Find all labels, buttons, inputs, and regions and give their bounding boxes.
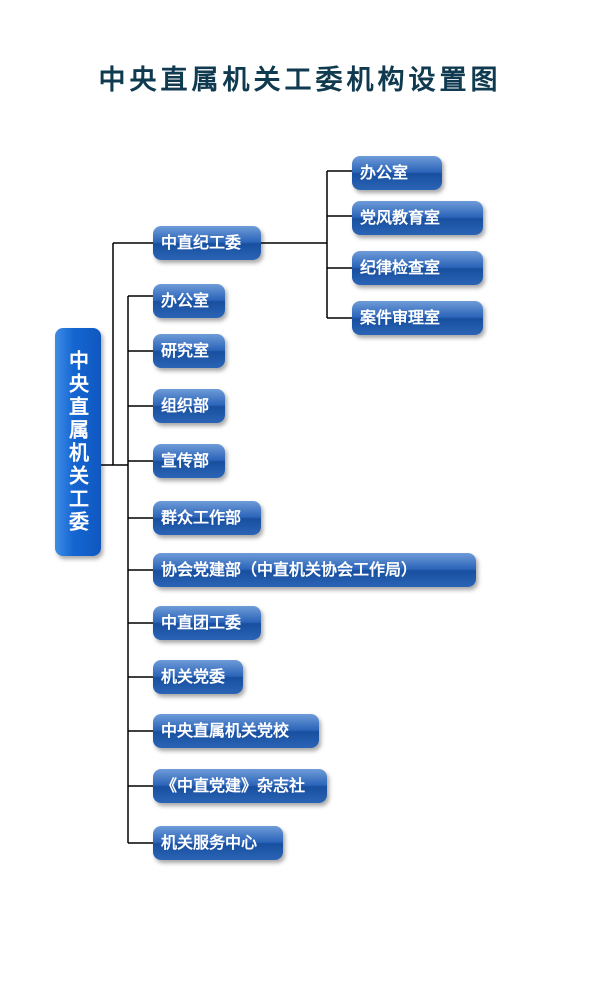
node-department: 中央直属机关党校	[153, 714, 319, 748]
root-label: 中央直属机关工委	[65, 350, 90, 534]
node-department: 办公室	[153, 284, 225, 318]
node-discipline-child: 案件审理室	[352, 301, 483, 335]
node-discipline-commission: 中直纪工委	[153, 226, 261, 260]
node-department: 协会党建部（中直机关协会工作局）	[153, 553, 476, 587]
node-discipline-child: 党风教育室	[352, 201, 483, 235]
page-title: 中央直属机关工委机构设置图	[98, 65, 502, 96]
node-discipline-child: 办公室	[352, 156, 442, 190]
node-department: 研究室	[153, 334, 225, 368]
node-department: 群众工作部	[153, 501, 261, 535]
node-department: 机关服务中心	[153, 826, 283, 860]
node-department: 宣传部	[153, 444, 225, 478]
node-department: 组织部	[153, 389, 225, 423]
node-department: 机关党委	[153, 660, 243, 694]
root-node: 中央直属机关工委	[55, 328, 101, 556]
node-discipline-child: 纪律检查室	[352, 251, 483, 285]
node-department: 中直团工委	[153, 606, 261, 640]
node-department: 《中直党建》杂志社	[153, 769, 327, 803]
